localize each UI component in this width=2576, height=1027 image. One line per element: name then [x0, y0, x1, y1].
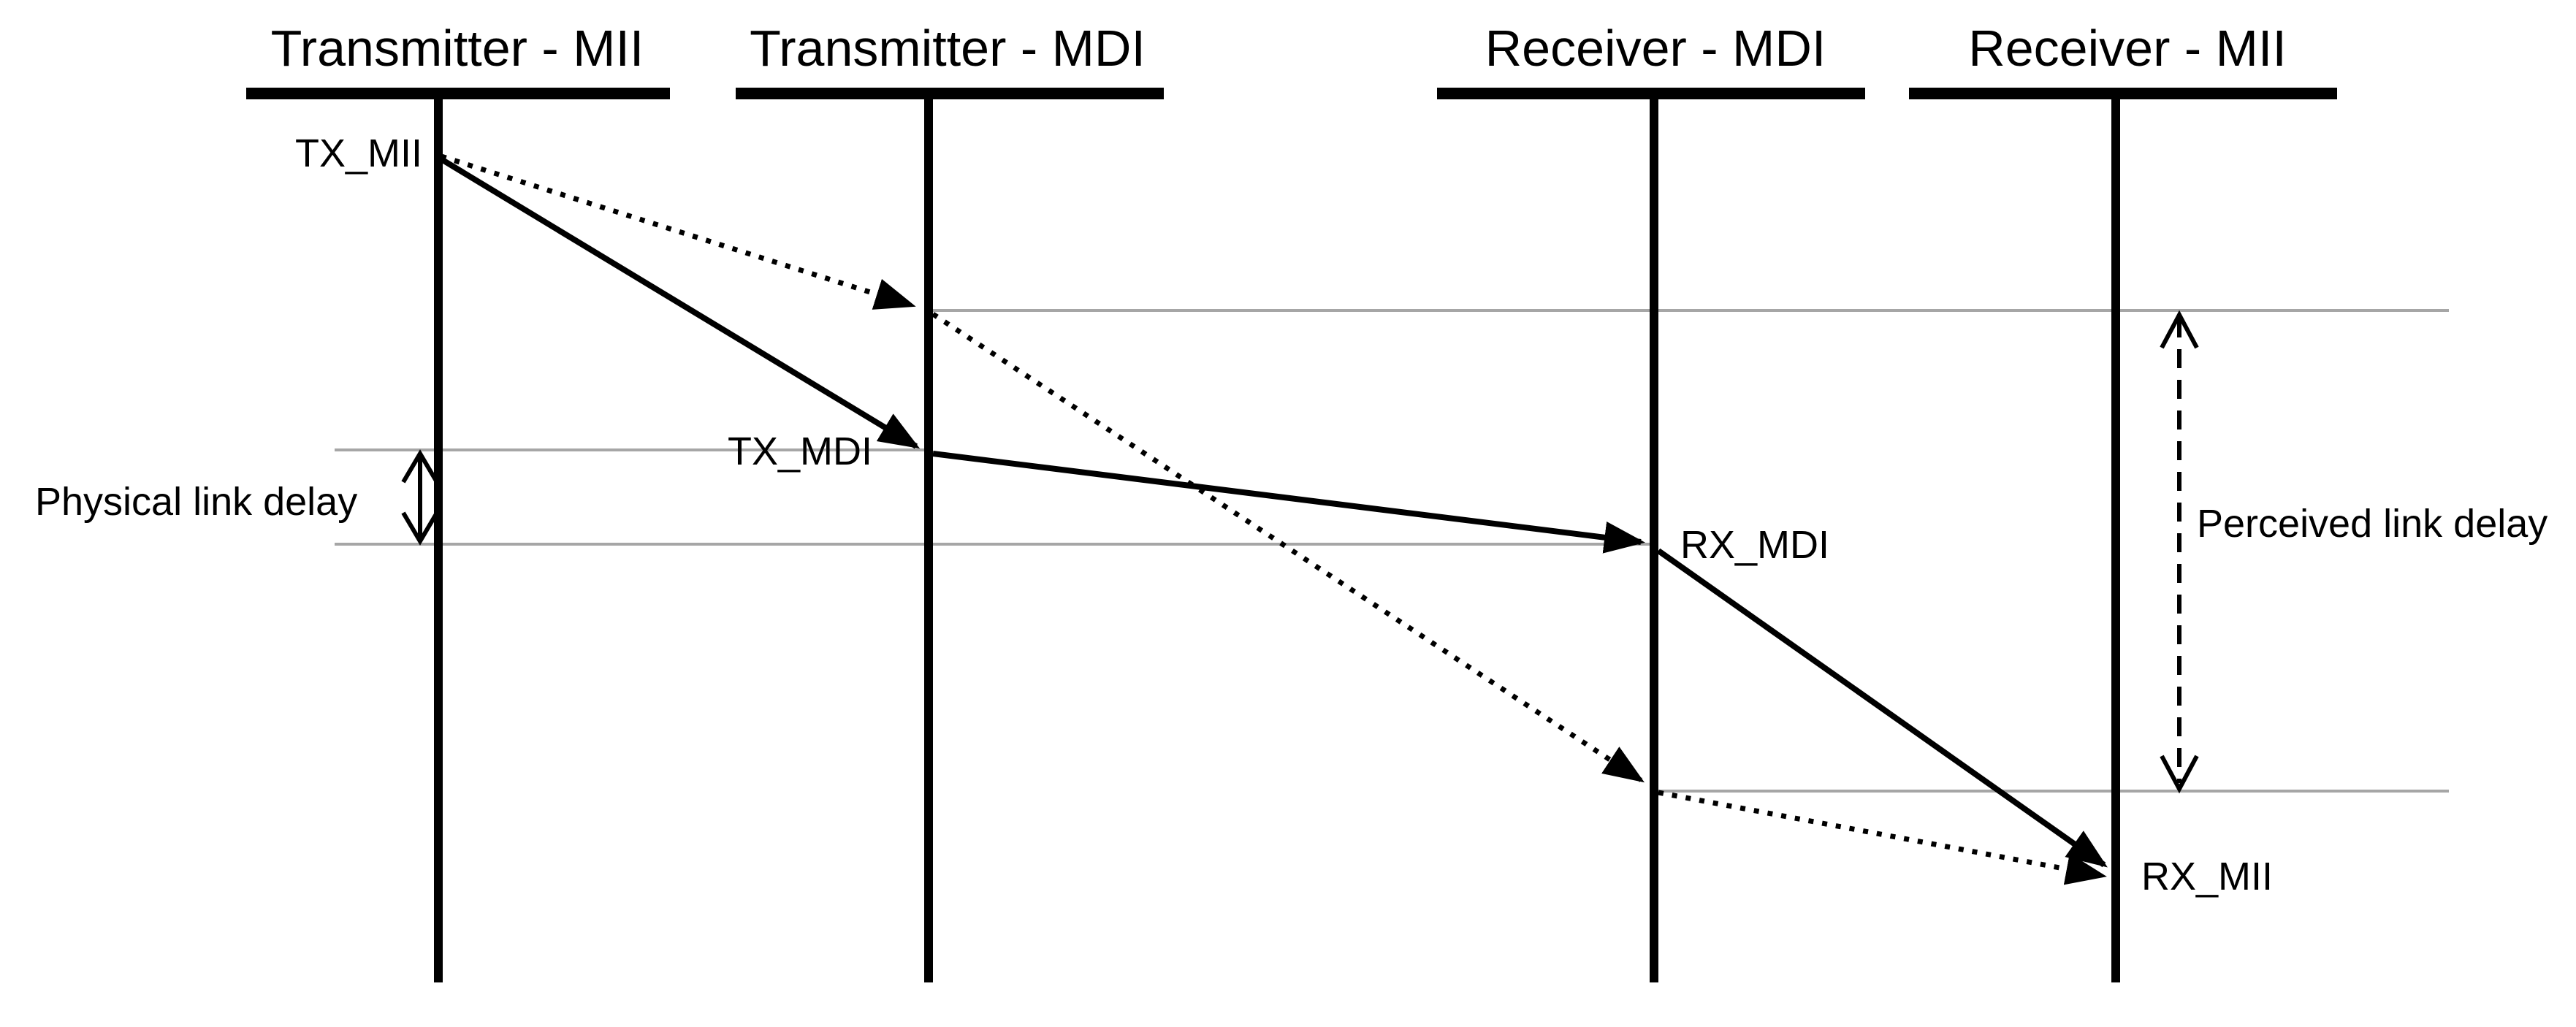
arrow-dotted-rxmdi-to-rxmii	[1658, 790, 2107, 885]
annotation-physical-link-delay: Physical link delay	[35, 480, 358, 524]
header-transmitter-mdi: Transmitter - MDI	[750, 20, 1146, 77]
arrow-solid-rxmdi-to-rxmii	[1656, 548, 2108, 868]
perceived-link-delay-arrow	[2160, 310, 2199, 794]
event-label-tx-mii: TX_MII	[294, 131, 422, 175]
arrow-solid-txmii-to-txmdi	[439, 156, 921, 449]
header-receiver-mii: Receiver - MII	[1968, 20, 2287, 77]
header-bar-transmitter-mdi	[736, 88, 1164, 99]
header-transmitter-mii: Transmitter - MII	[270, 20, 644, 77]
header-receiver-mdi: Receiver - MDI	[1485, 20, 1826, 77]
annotation-perceived-link-delay: Perceived link delay	[2197, 502, 2548, 546]
physical-link-delay-arrow	[401, 449, 439, 546]
event-label-tx-mdi: TX_MDI	[728, 429, 873, 473]
arrow-dotted-txmii-to-txmdi	[440, 153, 916, 310]
header-bar-transmitter-mii	[246, 88, 670, 99]
header-bar-receiver-mii	[1909, 88, 2337, 99]
event-label-rx-mdi: RX_MDI	[1680, 523, 1830, 567]
event-label-rx-mii: RX_MII	[2141, 855, 2274, 898]
arrow-solid-txmdi-to-rxmdi	[932, 451, 1645, 554]
arrow-dotted-txmdi-to-rxmdi	[931, 312, 1645, 783]
